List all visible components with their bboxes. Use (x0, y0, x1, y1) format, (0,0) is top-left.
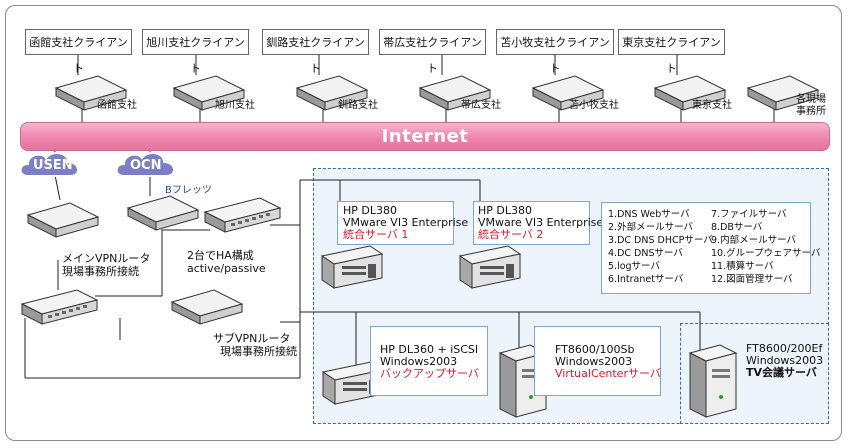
service-list-right: 7.ファイルサーバ 8.DBサーバ 9.内部メールサーバ 10.グループウェアサ… (711, 208, 820, 286)
server-box-dl380-2 (473, 201, 590, 245)
server-role: 統合サーバ 2 (478, 228, 544, 241)
service-item: 10.グループウェアサーバ (711, 248, 821, 259)
server-model: HP DL380 (478, 204, 532, 217)
server-os: Windows2003 (380, 355, 458, 368)
server-role: VirtualCenterサーバ (555, 367, 661, 380)
service-item: 11.積算サーバ (711, 261, 774, 272)
service-item: 1.DNS Webサーバ (608, 209, 690, 220)
usen-cloud-icon (19, 152, 79, 177)
ocn-cloud-icon (115, 152, 175, 177)
sub-router-label: サブVPNルータ (213, 332, 291, 345)
service-item: 8.DBサーバ (711, 222, 763, 233)
server-model: FT8600/100Sb (555, 343, 635, 356)
main-router-label: 現場事務所接続 (62, 265, 139, 278)
server-os: Windows2003 (555, 355, 633, 368)
ha-router-label: active/passive (187, 262, 266, 275)
client-box-hakodate: 函館支社クライアント (25, 29, 132, 75)
service-item: 7.ファイルサーバ (711, 209, 787, 220)
server-role: バックアップサーバ (380, 367, 479, 380)
service-item: 12.図面管理サーバ (711, 274, 793, 285)
internet-bar: Internet (20, 122, 830, 151)
site-label: 事務所 (796, 106, 826, 117)
server-dl380-2: HP DL380 VMware VI3 Enterprise 統合サーバ 2 (478, 205, 603, 241)
sub-router-label: 現場事務所接続 (220, 345, 297, 358)
ha-router-label: 2台でHA構成 (187, 249, 254, 262)
branch-label: 帯広支社 (461, 100, 501, 111)
client-box-obihiro: 帯広支社クライアント (379, 29, 486, 75)
service-list-box (601, 202, 811, 294)
service-item: 3.DC DNS DHCPサーバ (608, 235, 713, 246)
server-dl380-1: HP DL380 VMware VI3 Enterprise 統合サーバ 1 (343, 205, 468, 241)
server-role: TV会議サーバ (746, 366, 817, 379)
branch-label: 函館支社 (97, 100, 137, 111)
client-box-kushiro: 釧路支社クライアント (262, 29, 369, 75)
service-item: 9.内部メールサーバ (711, 235, 796, 246)
server-dl360: HP DL360 + iSCSI Windows2003 バックアップサーバ (380, 344, 479, 380)
diagram-frame (5, 5, 842, 441)
service-item: 4.DC DNSサーバ (608, 248, 683, 259)
service-list-left: 1.DNS Webサーバ 2.外部メールサーバ 3.DC DNS DHCPサーバ… (608, 208, 713, 286)
server-model: FT8600/200Ef (746, 342, 823, 355)
server-role: 統合サーバ 1 (343, 228, 409, 241)
server-os: VMware VI3 Enterprise (343, 216, 469, 229)
service-item: 6.Intranetサーバ (608, 274, 684, 285)
main-router-label: メインVPNルータ (62, 252, 151, 265)
usen-label: USEN (33, 158, 73, 173)
branch-label: 苫小牧支社 (569, 100, 619, 111)
server-box-dl380-1 (337, 201, 454, 245)
branch-label: 旭川支社 (215, 100, 255, 111)
internet-label: Internet (381, 126, 469, 147)
server-model: HP DL360 + iSCSI (380, 343, 479, 356)
flets-label: Bフレッツ (165, 185, 212, 196)
server-box-ft8600-100 (534, 326, 661, 396)
client-box-tomakomai: 苫小牧支社クライアント (496, 29, 614, 75)
service-item: 5.logサーバ (608, 261, 660, 272)
branch-label: 東京支社 (692, 100, 732, 111)
client-box-tokyo: 東京支社クライアント (618, 29, 725, 75)
client-box-asahikawa: 旭川支社クライアント (142, 29, 249, 75)
server-model: HP DL380 (343, 204, 397, 217)
server-os: VMware VI3 Enterprise (478, 216, 604, 229)
service-item: 2.外部メールサーバ (608, 222, 693, 233)
server-ft8600-100: FT8600/100Sb Windows2003 VirtualCenterサー… (555, 344, 661, 380)
server-ft8600-200: FT8600/200Ef Windows2003 TV会議サーバ (746, 343, 823, 379)
site-label: 各現場 (796, 94, 826, 105)
branch-label: 釧路支社 (338, 100, 378, 111)
server-box-dl360 (370, 326, 488, 396)
ocn-label: OCN (130, 158, 162, 173)
server-os: Windows2003 (746, 354, 824, 367)
